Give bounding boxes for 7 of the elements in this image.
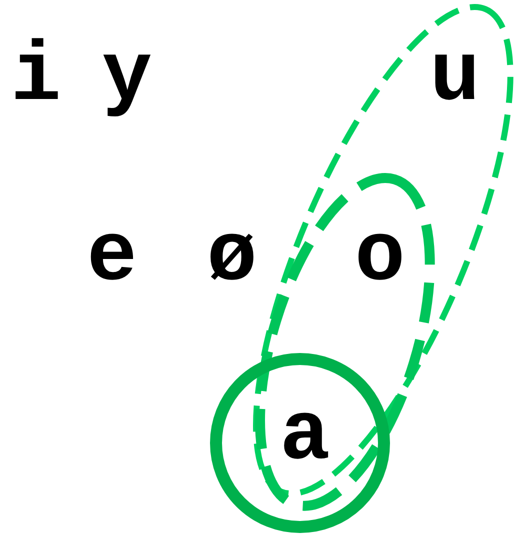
vowel-letter: ø [206, 216, 258, 300]
vowel-letter: i [10, 36, 62, 120]
vowel-letter: o [354, 216, 406, 300]
vowel-letter: a [280, 395, 330, 479]
vowel-letter: y [102, 36, 152, 120]
vowel-letter: e [86, 216, 138, 300]
vowel-letter: u [430, 36, 480, 120]
